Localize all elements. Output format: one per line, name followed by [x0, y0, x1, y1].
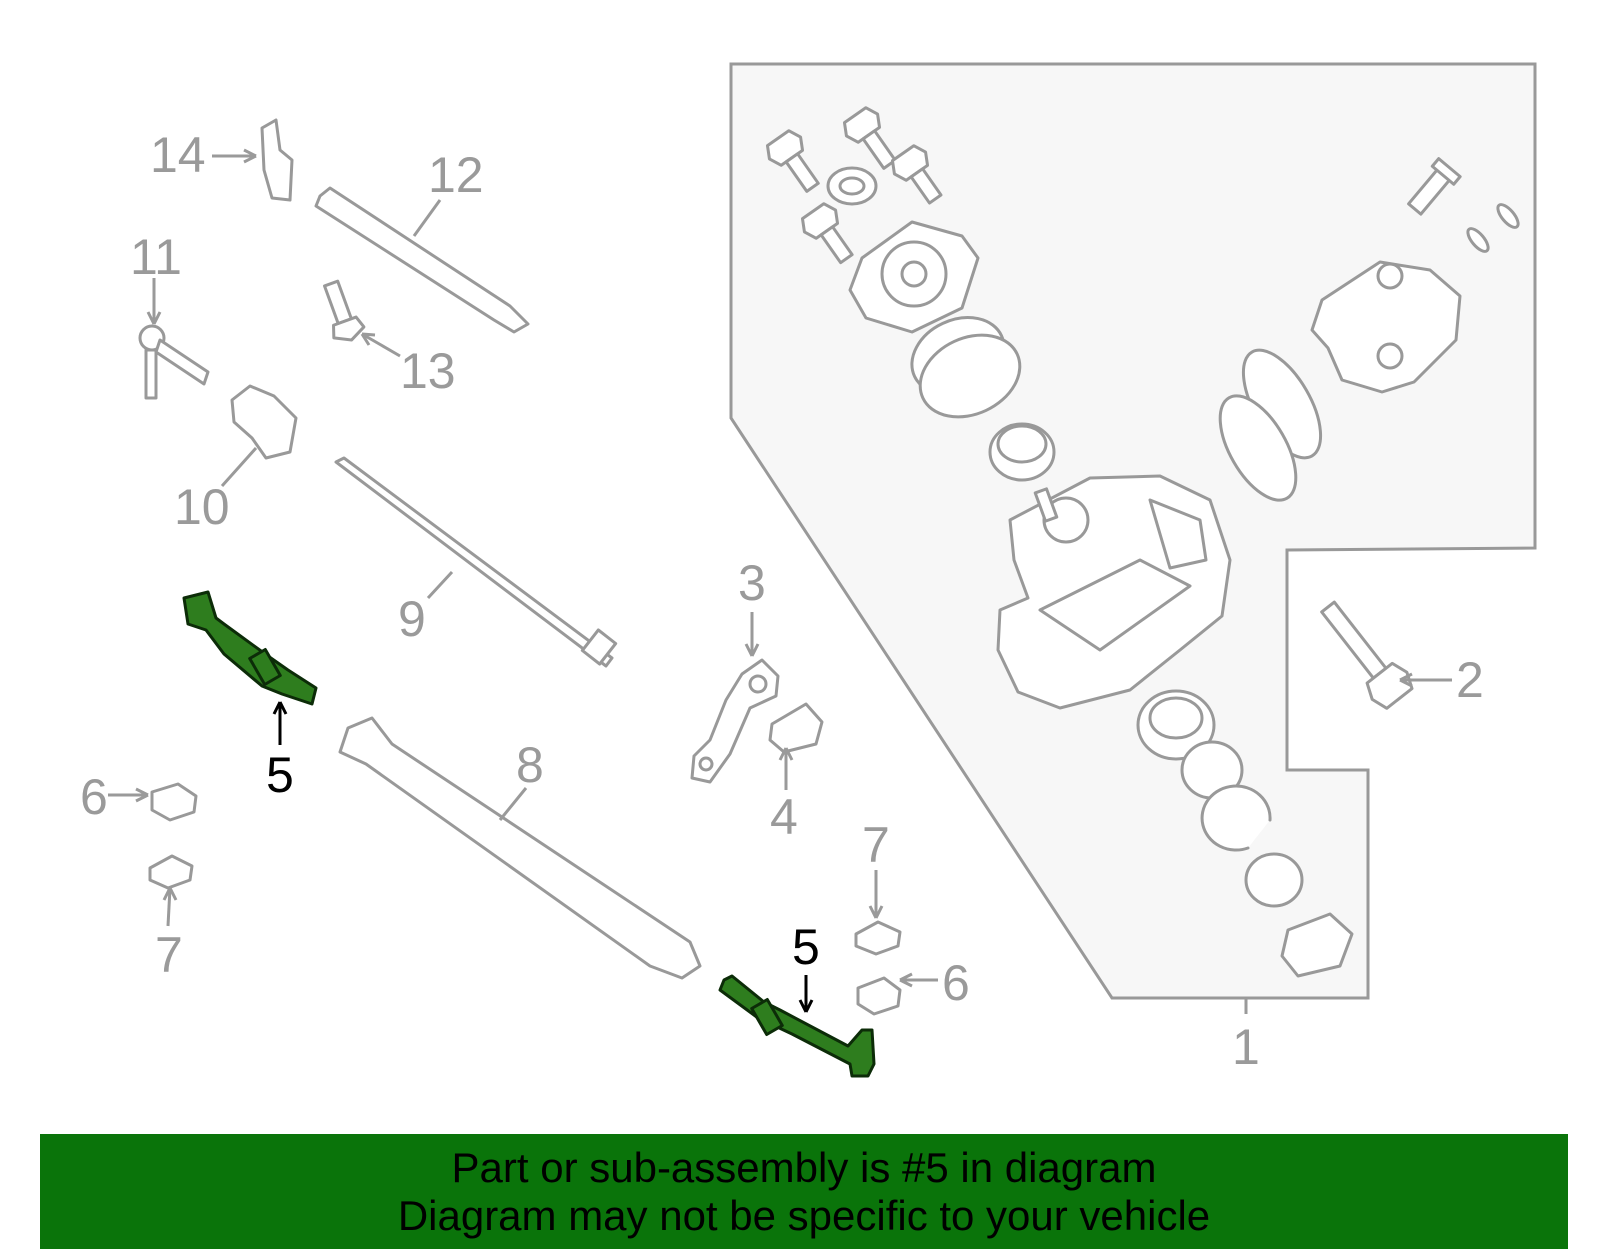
banner-line-1: Part or sub-assembly is #5 in diagram [451, 1144, 1157, 1191]
bolt-part-13 [323, 279, 366, 342]
callout-7-right: 7 [862, 817, 890, 873]
clamp-part-10 [230, 384, 298, 460]
o-ring [1466, 227, 1490, 253]
callout-1: 1 [1232, 1019, 1260, 1075]
lower-seal-inner [1148, 696, 1204, 740]
gear-bolt [842, 106, 897, 170]
callout-3: 3 [738, 555, 766, 611]
tie-rod-end-part-5-upper [182, 590, 318, 706]
housing-detail [1038, 558, 1192, 652]
flange-nut-part-6-left [150, 782, 198, 822]
drag-link-part-8 [338, 716, 702, 980]
leader-lines [108, 148, 1452, 1014]
cover-center [900, 260, 928, 288]
callout-2: 2 [1456, 652, 1484, 708]
nut-part-7-left [148, 854, 194, 890]
adjuster-nut [1280, 912, 1354, 978]
callout-5-upper: 5 [266, 747, 294, 803]
callout-4: 4 [770, 789, 798, 845]
callout-12: 12 [428, 147, 484, 203]
snap-ring [1200, 784, 1272, 852]
tie-rod-end-part-11 [138, 324, 210, 400]
gear-bolt [800, 202, 854, 265]
callout-5-lower: 5 [792, 919, 820, 975]
callout-10: 10 [174, 479, 230, 535]
callout-14: 14 [150, 127, 206, 183]
input-shaft-stub [1033, 487, 1059, 523]
callout-7-left: 7 [155, 927, 183, 983]
callout-13: 13 [400, 343, 456, 399]
steering-gear-components [765, 106, 1520, 978]
bushing-inner [996, 424, 1048, 464]
valve-body [1310, 260, 1462, 394]
nut-part-4 [768, 702, 824, 754]
pitman-hole [698, 756, 714, 772]
housing-port [1148, 498, 1208, 570]
gear-bolt [765, 129, 820, 193]
large-o-ring [1218, 394, 1298, 502]
washer-hole [838, 176, 866, 196]
seal-ring [918, 333, 1022, 419]
bracket-part-14 [260, 118, 294, 202]
o-ring [1496, 203, 1520, 229]
valve-port [1376, 262, 1404, 290]
flange-nut-part-6-right [856, 976, 902, 1016]
callout-11: 11 [130, 229, 182, 285]
tie-rod-end-part-5-lower [718, 974, 876, 1078]
valve-bolt [1407, 157, 1462, 216]
callout-8: 8 [516, 737, 544, 793]
valve-port [1376, 342, 1404, 370]
leader-13 [361, 332, 401, 358]
info-banner: Part or sub-assembly is #5 in diagram Di… [40, 1134, 1568, 1249]
leader-12 [412, 199, 442, 237]
pitman-hole [748, 674, 768, 694]
callout-6-right: 6 [942, 955, 970, 1011]
leader-9 [426, 570, 454, 600]
lower-ring [1244, 852, 1304, 908]
bolt-part-2 [1320, 600, 1414, 710]
banner-line-2: Diagram may not be specific to your vehi… [397, 1192, 1211, 1239]
leader-8 [498, 787, 528, 821]
nut-part-7-right [854, 920, 902, 956]
gear-bolt [890, 144, 943, 205]
rod-part-9 [334, 456, 618, 668]
leader-10 [220, 446, 258, 488]
callout-6-left: 6 [80, 769, 108, 825]
callout-9: 9 [398, 591, 426, 647]
sleeve-part-12 [314, 186, 530, 334]
leader-7a [166, 887, 172, 927]
